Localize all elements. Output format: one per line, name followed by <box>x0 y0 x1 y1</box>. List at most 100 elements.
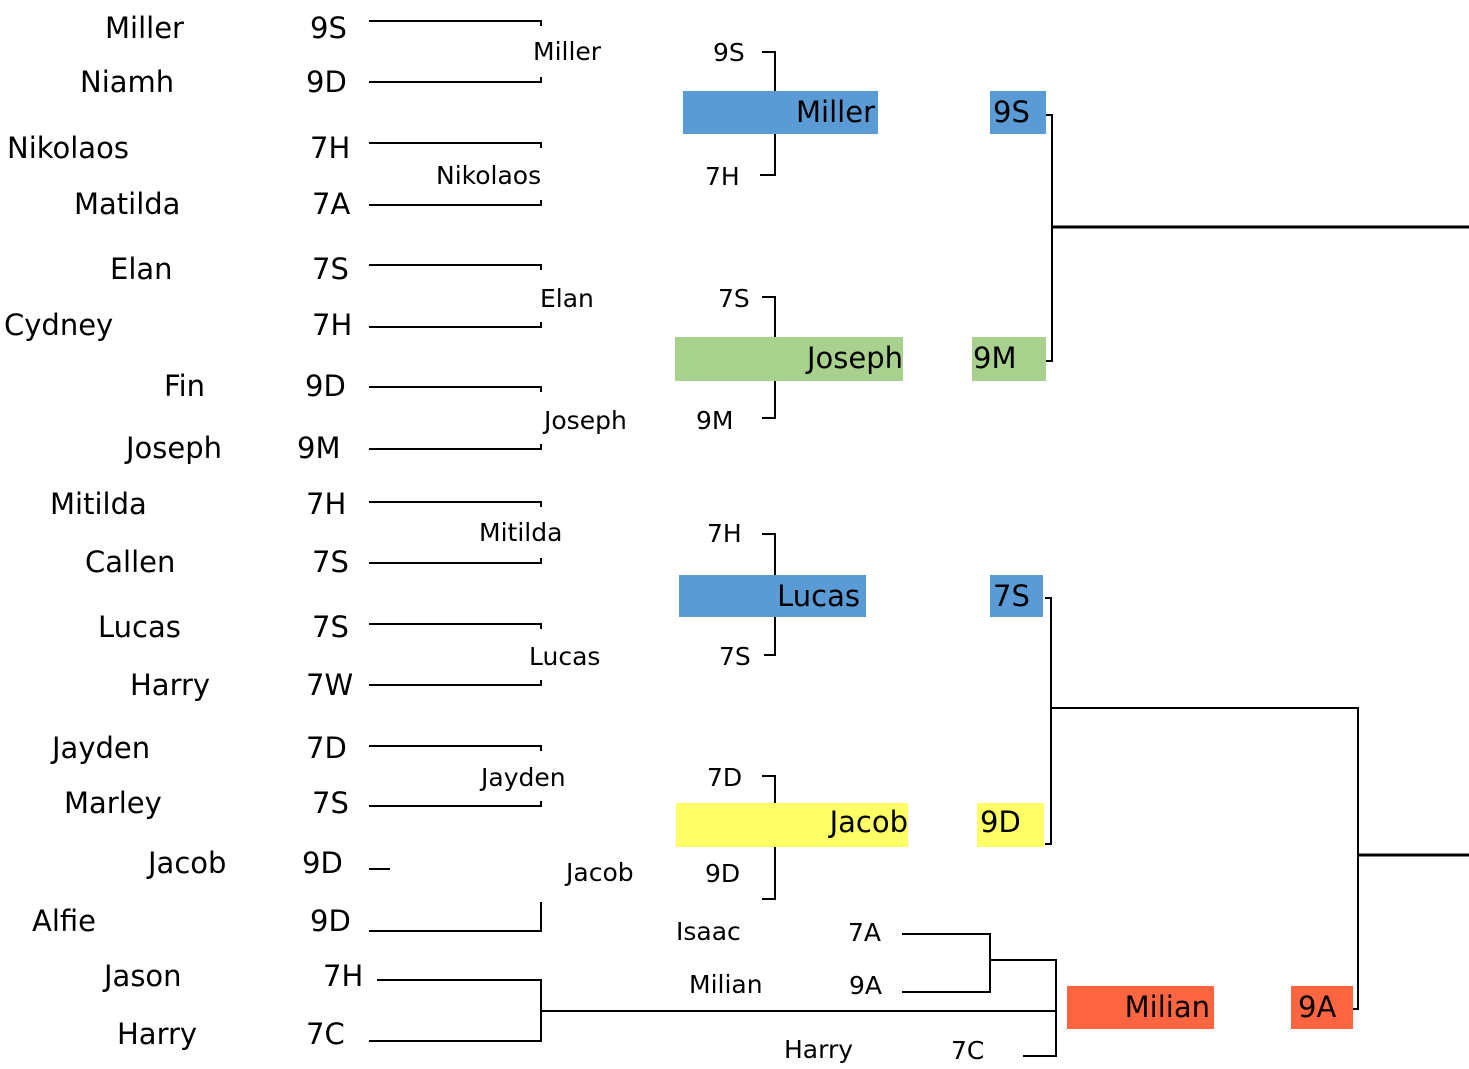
round3-bracket-lines <box>1045 114 1359 1010</box>
bracket-line <box>1045 597 1052 845</box>
round2-form: 7A <box>848 918 882 947</box>
round1-name: Fin <box>164 369 206 403</box>
round3-form: 9S <box>993 95 1030 129</box>
round2-form: 7S <box>719 642 751 671</box>
round2-name: Elan <box>540 284 594 313</box>
round1-form: 9D <box>302 846 343 880</box>
round3-form: 9D <box>980 805 1021 839</box>
bracket-line <box>990 959 1057 1057</box>
bracket-line <box>369 745 542 751</box>
bracket-line <box>369 77 542 83</box>
round3-name: Joseph <box>806 341 903 375</box>
round2-name: Miller <box>533 37 602 66</box>
round1-form: 7S <box>312 610 349 644</box>
round3-name: Miller <box>796 95 875 129</box>
round1-name: Jayden <box>52 731 151 765</box>
bracket-line <box>369 200 542 206</box>
round3-name-box <box>675 337 903 381</box>
bracket-line <box>369 20 542 26</box>
round1-form: 7S <box>312 252 349 286</box>
round3-name: Lucas <box>777 579 860 613</box>
bracket-line <box>1051 707 1359 1010</box>
round1-name: Joseph <box>126 431 223 465</box>
round1-name: Jacob <box>148 846 227 880</box>
round2-name: Jayden <box>481 763 566 792</box>
round2-form: 7S <box>718 284 750 313</box>
round1-name: Callen <box>85 545 176 579</box>
round1-form: 7D <box>306 731 347 765</box>
round1-form: 9D <box>306 65 347 99</box>
round2-form: 9A <box>849 971 883 1000</box>
round1-form: 9S <box>310 11 347 45</box>
round1-name: Matilda <box>74 187 181 221</box>
round2-name: Nikolaos <box>436 161 542 190</box>
bracket-line <box>902 933 991 993</box>
round1-name: Alfie <box>32 904 97 938</box>
round1-name: Miller <box>105 11 184 45</box>
round2-form: 9M <box>696 406 734 435</box>
round1-name: Lucas <box>98 610 181 644</box>
round3-name-box <box>1067 986 1214 1029</box>
round2-name: Milian <box>689 970 763 999</box>
final-lines <box>1052 225 1469 857</box>
round1-form: 7H <box>312 308 353 342</box>
round3-form-box <box>977 803 1044 847</box>
round1-name: Elan <box>110 252 173 286</box>
round3-name-box <box>679 575 866 617</box>
round2-name: Isaac <box>676 917 741 946</box>
bracket-line <box>369 623 542 629</box>
round1-form: 9D <box>305 369 346 403</box>
bracket-line <box>369 501 542 507</box>
bracket-line <box>369 142 542 148</box>
bracket-line <box>369 680 542 686</box>
bracket-line <box>369 558 542 564</box>
round2-form: 7H <box>707 519 742 548</box>
round1-bracket-lines <box>369 20 1056 1042</box>
round1-name: Harry <box>117 1017 198 1051</box>
round1-name: Nikolaos <box>7 131 129 165</box>
round1-form: 7A <box>312 187 351 221</box>
round3-name-box <box>676 803 908 847</box>
bracket-line <box>369 801 542 807</box>
bracket-line <box>369 386 542 392</box>
round2-form: 9D <box>705 859 741 888</box>
round3-form-box <box>972 337 1046 381</box>
round3-form-box <box>990 91 1046 134</box>
bracket-line <box>369 444 542 450</box>
round1-form: 9M <box>297 431 341 465</box>
round1-form: 7S <box>312 786 349 820</box>
bracket-line <box>369 322 542 328</box>
bracket-line <box>369 264 542 270</box>
round1-name: Jason <box>104 959 182 993</box>
round1-name: Harry <box>130 668 211 702</box>
bracket-line <box>369 979 542 1042</box>
round1-form: 7H <box>306 487 347 521</box>
round2-name: Mitilda <box>479 518 563 547</box>
round3-name-box <box>683 91 878 134</box>
round2-form: 7D <box>707 763 743 792</box>
round1-form: 7H <box>323 959 364 993</box>
round1-form: 7W <box>306 668 354 702</box>
round3-form: 9M <box>973 341 1017 375</box>
round3-form: 7S <box>993 579 1030 613</box>
round1-form: 7C <box>306 1017 345 1051</box>
round3-form-box <box>1291 986 1353 1029</box>
round1-form: 9D <box>310 904 351 938</box>
round2-name: Harry <box>784 1035 854 1064</box>
round2-form: 7H <box>705 162 740 191</box>
round1-name: Niamh <box>80 65 175 99</box>
round3-name: Jacob <box>829 805 908 839</box>
round3-name: Milian <box>1124 990 1210 1024</box>
bracket-line <box>369 902 542 932</box>
round1-name: Cydney <box>4 308 114 342</box>
round3-form: 9A <box>1298 990 1337 1024</box>
bracket-line <box>1046 114 1053 362</box>
round2-bracket-lines <box>760 51 1057 1057</box>
round2-form: 7C <box>951 1036 985 1065</box>
round1-name: Marley <box>64 786 162 820</box>
round2-name: Joseph <box>544 406 627 435</box>
round2-form: 9S <box>713 38 745 67</box>
round2-name: Jacob <box>566 858 634 887</box>
round1-form: 7H <box>310 131 351 165</box>
